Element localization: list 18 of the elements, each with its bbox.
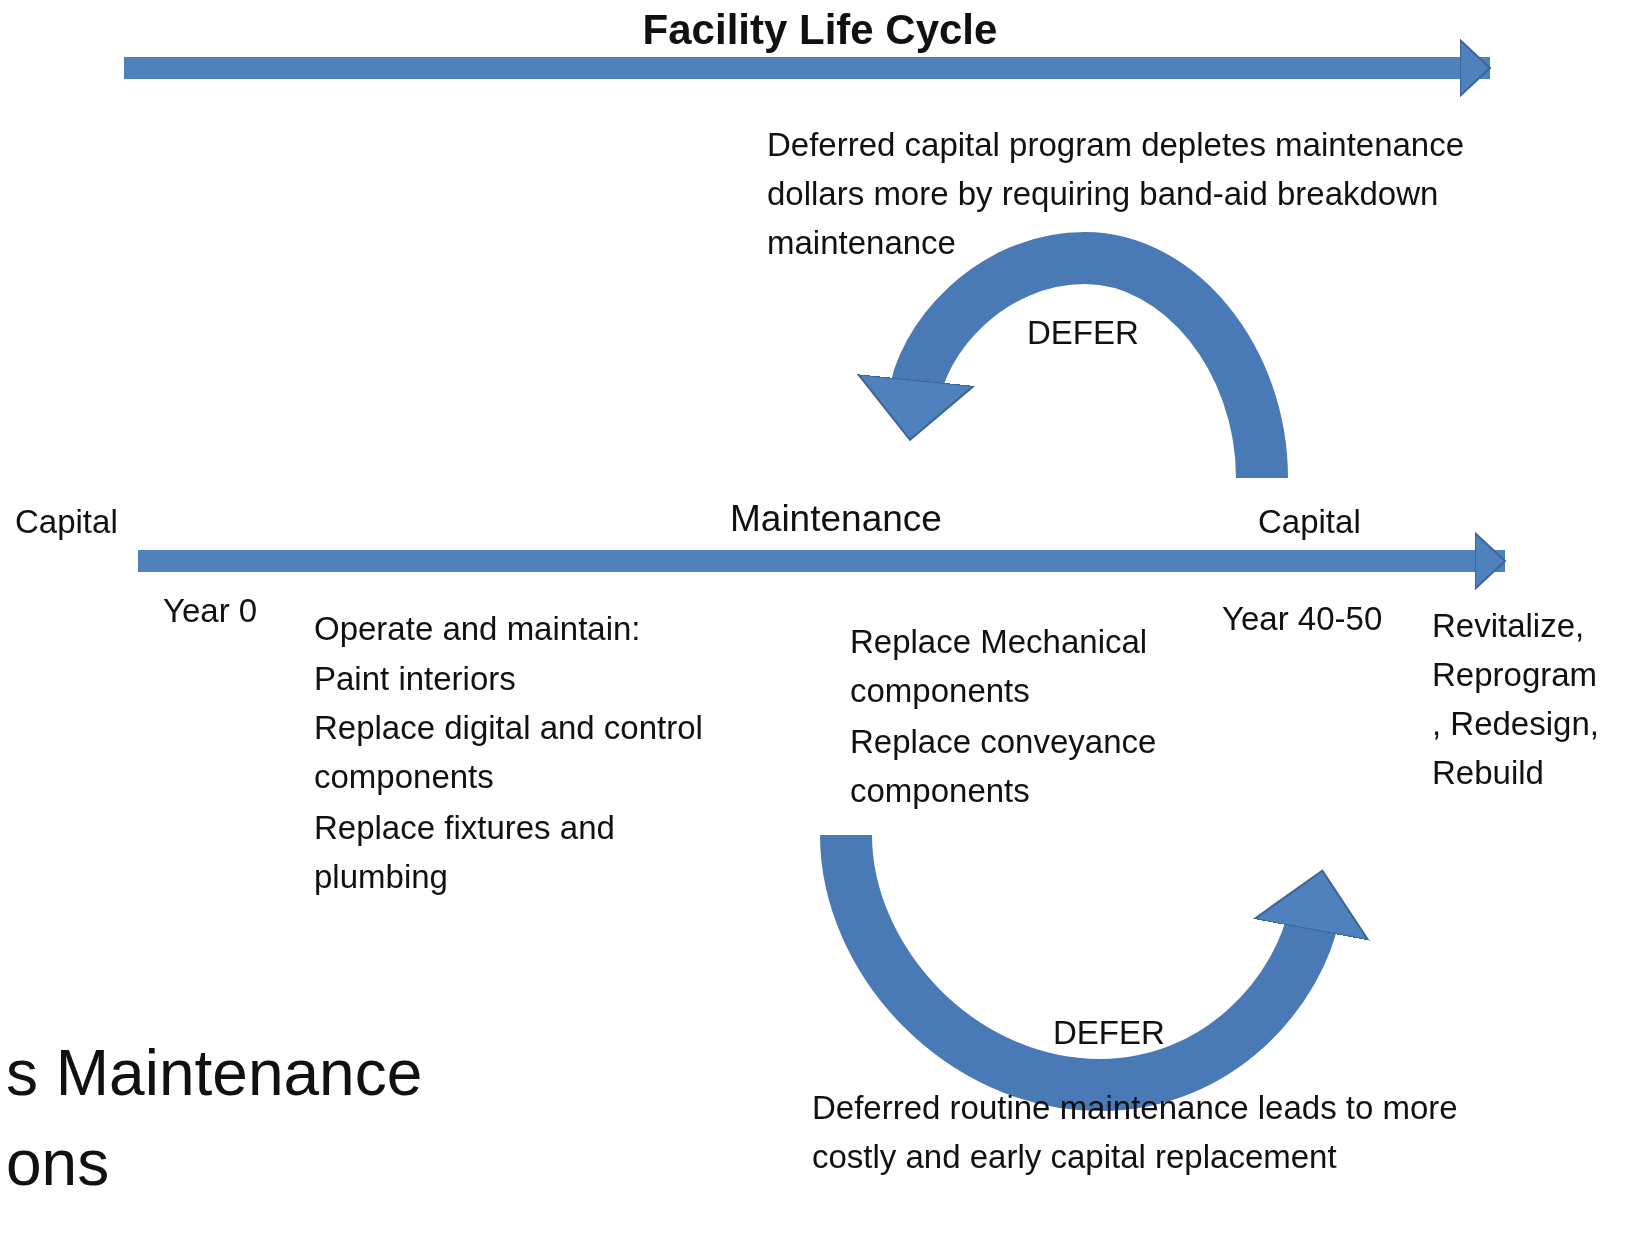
task-text: Operate and maintain:: [314, 609, 642, 649]
phase-label: Maintenance: [730, 497, 942, 541]
note-text: Deferred routine maintenance leads to more costly and early capital replacement: [812, 1088, 1459, 1177]
task-text: Paint interiors: [314, 659, 517, 699]
task-text: Replace digital and control components: [314, 708, 704, 797]
year-label: Year 40-50: [1222, 599, 1383, 639]
heading-fragment: s Maintenance ons: [6, 1036, 424, 1201]
task-text: Replace Mechanical components: [850, 622, 1149, 711]
phase-label: Capital: [15, 502, 118, 542]
task-text: Revitalize, Reprogram , Redesign, Rebuild: [1432, 606, 1600, 793]
defer-label: DEFER: [1027, 313, 1139, 353]
year-label: Year 0: [163, 591, 258, 631]
defer-label: DEFER: [1053, 1013, 1165, 1053]
title: Facility Life Cycle: [641, 5, 999, 55]
task-text: Replace fixtures and plumbing: [314, 808, 616, 897]
task-text: Replace conveyance components: [850, 722, 1158, 811]
note-text: Deferred capital program depletes maintenance dollars more by requiring band-aid breakdown maintenance: [767, 125, 1466, 263]
phase-label: Capital: [1258, 502, 1361, 542]
